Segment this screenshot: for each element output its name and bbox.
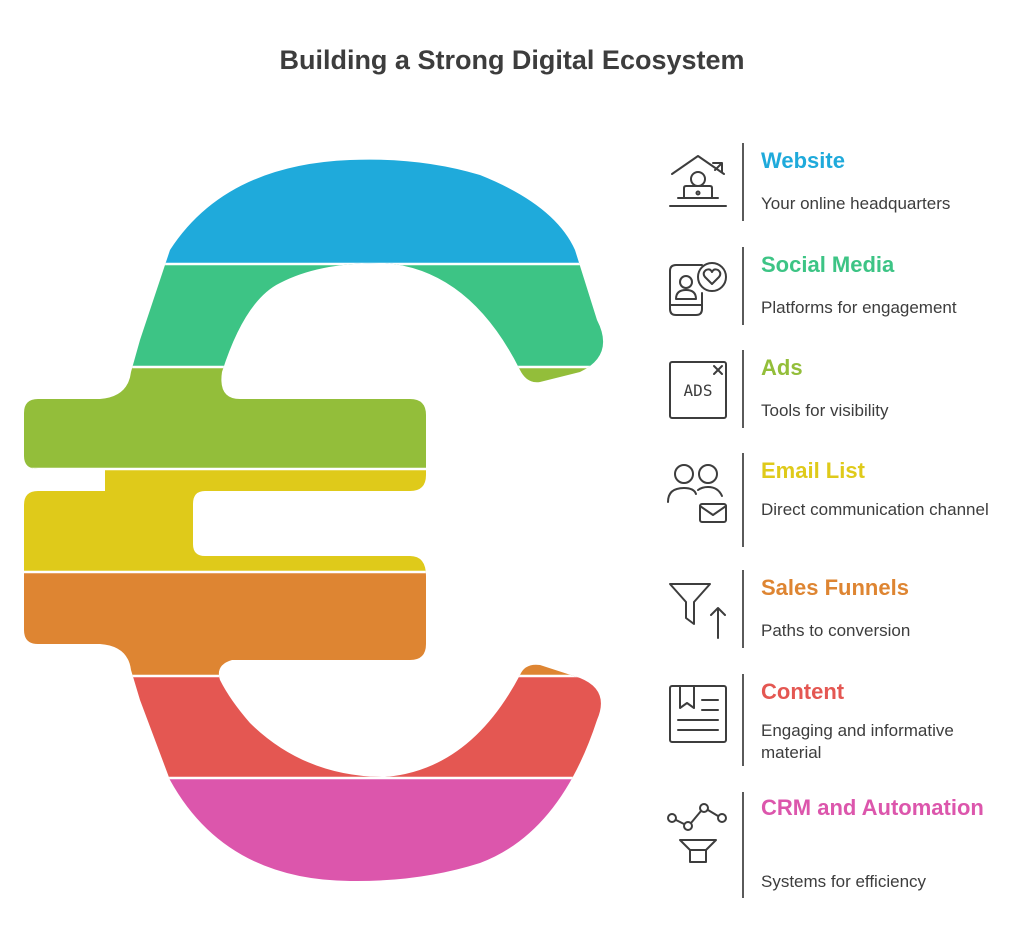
nodes-funnel-icon xyxy=(666,800,730,864)
euro-band-content xyxy=(24,676,604,778)
item-email-list: Email List Direct communication channel xyxy=(660,453,1000,547)
euro-band-email-list xyxy=(24,469,604,572)
euro-band-website xyxy=(24,159,604,264)
item-label: Email List xyxy=(761,458,865,483)
phone-heart-icon xyxy=(666,253,730,317)
item-label: Website xyxy=(761,148,845,173)
item-description: Systems for efficiency xyxy=(761,872,927,891)
item-description: Your online headquarters xyxy=(761,194,951,213)
euro-band-sales-funnels xyxy=(24,572,604,676)
euro-band-social-media xyxy=(24,264,604,367)
item-sales-funnels: Sales Funnels Paths to conversion xyxy=(660,570,1000,648)
item-description: Platforms for engagement xyxy=(761,298,957,317)
item-label: Content xyxy=(761,679,845,704)
euro-band-crm-automation xyxy=(24,778,604,882)
euro-band-ads xyxy=(24,367,604,469)
document-icon xyxy=(666,682,730,746)
home-laptop-icon xyxy=(666,148,730,212)
funnel-arrow-icon xyxy=(666,580,730,644)
item-divider xyxy=(742,674,744,766)
item-label: CRM and Automation xyxy=(761,795,984,820)
item-description: Tools for visibility xyxy=(761,401,889,420)
euro-diagram xyxy=(24,159,604,882)
item-label: Ads xyxy=(761,355,803,380)
item-social-media: Social Media Platforms for engagement xyxy=(660,247,1000,325)
ads-icon-text: ADS xyxy=(684,381,713,400)
page-title: Building a Strong Digital Ecosystem xyxy=(279,45,745,75)
item-crm-automation: CRM and Automation Systems for efficienc… xyxy=(660,792,1000,898)
item-divider xyxy=(742,570,744,648)
item-label: Sales Funnels xyxy=(761,575,909,600)
item-description: Direct communication channel xyxy=(761,500,989,519)
people-mail-icon xyxy=(666,460,730,524)
item-ads: ADS Ads Tools for visibility xyxy=(660,350,1000,428)
item-website: Website Your online headquarters xyxy=(660,143,1000,221)
item-divider xyxy=(742,350,744,428)
ads-window-icon: ADS xyxy=(666,358,730,422)
item-divider xyxy=(742,453,744,547)
item-content: Content Engaging and informative materia… xyxy=(660,674,1000,766)
item-label: Social Media xyxy=(761,252,895,277)
item-description: Engaging and informative material xyxy=(761,721,954,762)
item-divider xyxy=(742,143,744,221)
item-divider xyxy=(742,247,744,325)
item-divider xyxy=(742,792,744,898)
item-description: Paths to conversion xyxy=(761,621,911,640)
